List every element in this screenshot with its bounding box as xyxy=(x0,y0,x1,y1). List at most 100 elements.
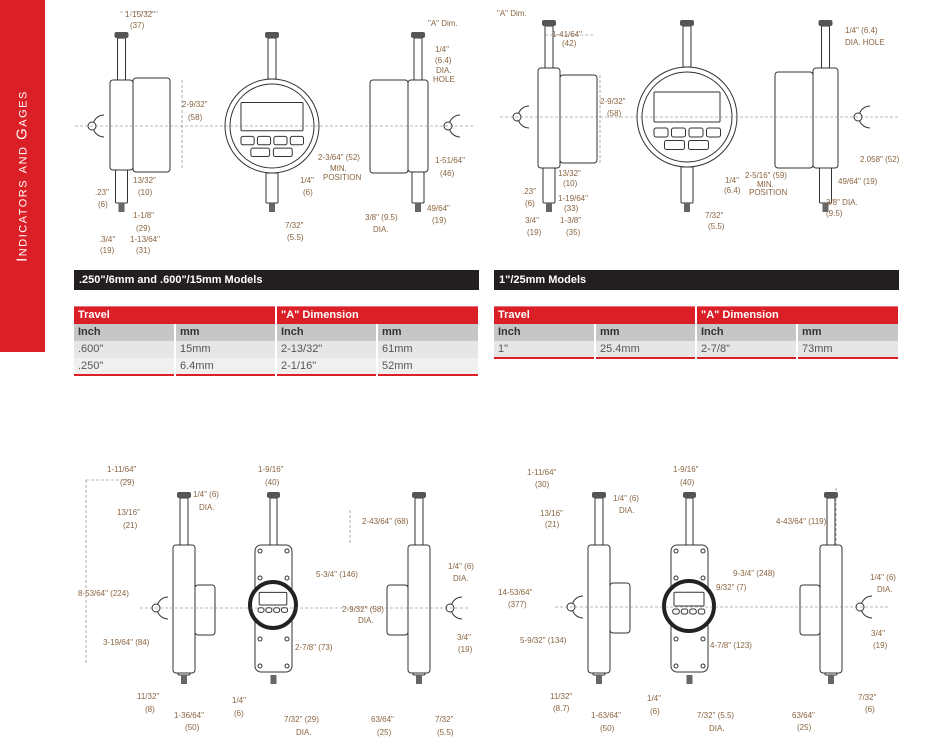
knurled-knob xyxy=(542,20,556,26)
dimension-label: 7/32" (5.5) xyxy=(697,711,734,720)
knurled-knob xyxy=(683,492,696,498)
stem xyxy=(826,497,836,546)
dimension-label: (19) xyxy=(527,228,542,237)
knurled-knob xyxy=(177,492,191,498)
dimension-label: (6) xyxy=(234,709,244,718)
dimension-label: 2.058" (52) xyxy=(860,155,900,164)
table-cell: 2-7/8" xyxy=(695,340,797,358)
body-outline xyxy=(407,544,431,674)
dimension-label: (5.5) xyxy=(287,233,304,242)
column-header: mm xyxy=(174,323,276,341)
table-cell: 2-1/16" xyxy=(275,357,377,375)
contact-point xyxy=(270,675,277,684)
dimension-label: (6) xyxy=(525,199,535,208)
function-button xyxy=(664,140,685,150)
screw xyxy=(284,575,290,581)
dimension-label: (6) xyxy=(98,200,108,209)
dimension-label: 7/32" xyxy=(435,715,454,724)
dimension-label: 14-53/64" xyxy=(498,588,533,597)
dimension-label: 1-9/16" xyxy=(673,465,699,474)
knurled-knob xyxy=(267,492,280,498)
dimension-label: "A" Dim. xyxy=(497,9,527,18)
dimension-label: (50) xyxy=(600,724,615,733)
screw xyxy=(257,636,263,642)
dimension-label: (31) xyxy=(136,246,151,255)
screw xyxy=(284,548,290,554)
table-cell: 52mm xyxy=(376,357,478,375)
knurled-knob xyxy=(680,20,694,26)
dial-housing xyxy=(194,584,216,636)
dimension-label: 1/4" xyxy=(232,696,246,705)
spindle-sleeve xyxy=(265,172,279,204)
body-outline xyxy=(587,544,611,674)
dimension-label: DIA. xyxy=(358,616,374,625)
section-sidebar: Indicators and Gages xyxy=(0,0,45,352)
dimension-label: 3/4" xyxy=(525,216,539,225)
dimension-label: 2-5/16" (59) xyxy=(745,171,787,180)
knurled-knob xyxy=(824,492,838,498)
contact-point xyxy=(181,675,187,684)
knurled-knob xyxy=(114,32,129,38)
screw xyxy=(700,663,706,669)
function-button xyxy=(265,607,273,613)
dimension-label: MIN. xyxy=(757,180,774,189)
table-cell: 6.4mm xyxy=(174,357,276,375)
function-button xyxy=(671,127,686,138)
dimension-label: (19) xyxy=(458,645,473,654)
stem xyxy=(594,497,604,546)
dimension-label: 2-3/64" (52) xyxy=(318,153,360,162)
contact-point xyxy=(822,203,829,212)
dimension-label: (8) xyxy=(145,705,155,714)
stem xyxy=(269,497,278,546)
screw xyxy=(673,663,679,669)
body-outline xyxy=(109,79,134,171)
table-cell: .600" xyxy=(74,340,175,358)
contact-point xyxy=(415,203,421,212)
spindle-sleeve xyxy=(542,167,556,204)
dimension-label: (29) xyxy=(120,478,135,487)
dimension-label: 11/32" xyxy=(137,692,159,701)
dimension-label: (46) xyxy=(440,169,455,178)
column-header: Inch xyxy=(494,323,595,341)
knurled-knob xyxy=(592,492,606,498)
dimension-label: 13/32" xyxy=(133,176,156,185)
contact-point xyxy=(684,203,690,212)
dimension-label: 1/4" (6.4) xyxy=(845,26,878,35)
dimension-label: 1/4" (6) xyxy=(448,562,474,571)
spindle-sleeve xyxy=(824,672,838,676)
dimension-label: 4-7/8" (123) xyxy=(710,641,752,650)
dimension-label: 1-63/64" xyxy=(591,711,621,720)
contact-point xyxy=(546,203,552,212)
screw xyxy=(257,663,263,669)
dimension-label: 1-36/64" xyxy=(174,711,204,720)
dimension-label: 7/32" xyxy=(858,693,877,702)
dimension-label: (6.4) xyxy=(724,186,741,195)
dimension-label: 1/4" xyxy=(435,45,449,54)
dimension-label: (6.4) xyxy=(435,56,452,65)
dimension-label: (33) xyxy=(564,204,579,213)
dimension-label: 2-43/64" (68) xyxy=(362,517,409,526)
screw xyxy=(257,575,263,581)
dimension-label: 1-1/8" xyxy=(133,211,154,220)
contact-point xyxy=(686,675,693,684)
dimension-label: .23" xyxy=(522,187,536,196)
dimension-label: 5-9/32" (134) xyxy=(520,636,567,645)
dimension-label: (25) xyxy=(797,723,812,732)
dimension-label: 2-7/8" (73) xyxy=(295,643,333,652)
dial-housing xyxy=(774,71,814,169)
screw xyxy=(673,548,679,554)
spindle-sleeve xyxy=(177,672,191,676)
dimension-label: DIA. xyxy=(619,506,635,515)
dimension-label: 1/4" xyxy=(300,176,314,185)
dimension-label: (19) xyxy=(873,641,888,650)
dimension-label: (35) xyxy=(566,228,581,237)
dimension-label: 2-9/32" xyxy=(182,100,208,109)
dimension-label: 1-41/64" xyxy=(552,30,582,39)
dial-housing xyxy=(369,79,409,174)
dimension-label: (19) xyxy=(432,216,447,225)
dimension-label: (10) xyxy=(138,188,153,197)
dimension-label: DIA. xyxy=(296,728,312,737)
dimension-label: 7/32" xyxy=(285,221,304,230)
spindle-sleeve xyxy=(411,171,425,204)
dimension-label: (58) xyxy=(188,113,203,122)
